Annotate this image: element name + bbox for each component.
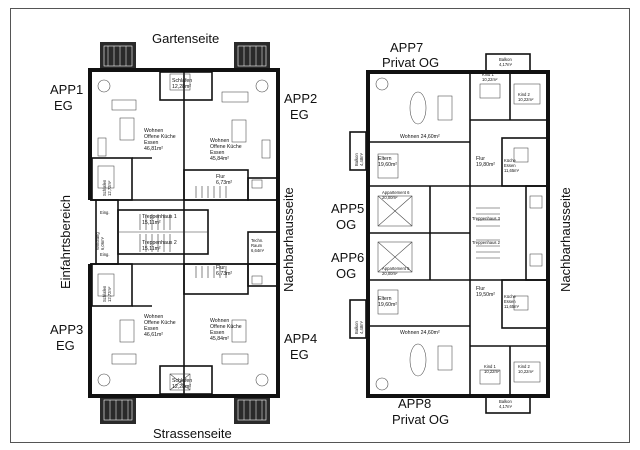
label-app2-floor: EG [290,107,309,122]
og-room-treppe-top: Treppenhaus 3 [472,216,501,221]
og-exterior-wall [366,70,550,398]
eg-terrace-top-left [100,42,136,70]
og-room-treppe-bottom: Treppenhaus 2 [472,240,501,245]
label-neighbor-left: Nachbarhausseite [281,187,296,292]
label-app3-floor: EG [56,338,75,353]
label-app7-floor: Privat OG [382,55,439,70]
label-app1-name: APP1 [50,82,83,97]
label-app8-floor: Privat OG [392,412,449,427]
label-street: Strassenseite [153,426,232,441]
label-app4-floor: EG [290,347,309,362]
eg-plan: Gartenseite Strassenseite Einfahrtsberei… [50,31,317,441]
eg-room-app3-schlafen: Schlafen12,72m² [102,285,112,302]
eg-terrace-bottom-left [100,396,136,424]
eg-room-app1-schlafen: Schlafen12,72m² [102,179,112,196]
label-app8-name: APP8 [398,396,431,411]
eg-stairs [139,186,227,278]
og-furniture [375,77,543,391]
label-app2-name: APP2 [284,91,317,106]
og-room-wohnen-bottom: Wohnen 24,60m² [400,330,440,336]
eg-room-eing2: Eing. [100,252,110,257]
label-app1-floor: EG [54,98,73,113]
og-room-wohnen-top: Wohnen 24,60m² [400,134,440,140]
label-garden: Gartenseite [152,31,219,46]
label-app5-name: APP5 [331,201,364,216]
og-stairs [476,207,500,259]
eg-terrace-top-right [234,42,270,70]
drawing-frame [10,8,630,443]
label-app4-name: APP4 [284,331,317,346]
og-room-balkon-left-top: Balkon4,48m² [354,152,364,166]
label-app5-floor: OG [336,217,356,232]
eg-furniture [97,73,271,391]
label-app3-name: APP3 [50,322,83,337]
label-app6-name: APP6 [331,250,364,265]
og-room-balkon-left-bottom: Balkon4,48m² [354,320,364,334]
eg-room-windfang: Windfang6,06m² [95,232,105,250]
label-app6-floor: OG [336,266,356,281]
eg-terrace-bottom-right [234,396,270,424]
label-neighbor-right: Nachbarhausseite [558,187,573,292]
label-app7-name: APP7 [390,40,423,55]
label-entrance: Einfahrtsbereich [58,195,73,289]
eg-room-eing1: Eing. [100,210,110,215]
